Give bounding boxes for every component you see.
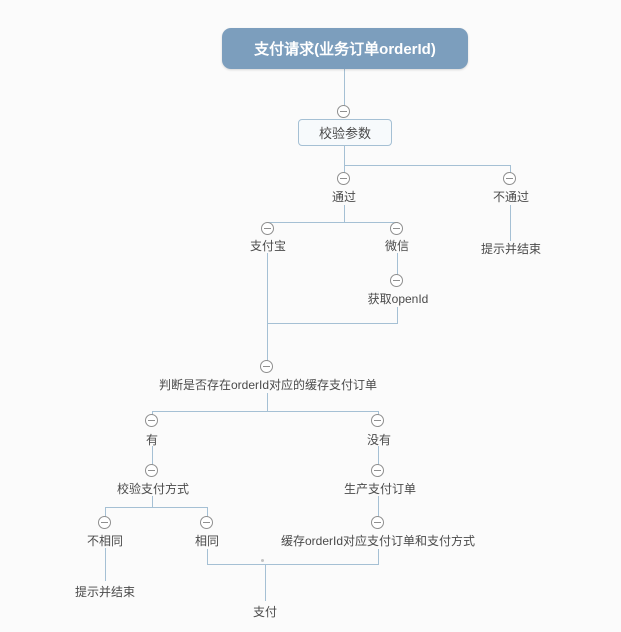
- node-same[interactable]: 相同: [194, 534, 220, 548]
- minus-dash: [263, 365, 270, 367]
- minus-dash: [374, 419, 381, 421]
- connector-line: [152, 496, 153, 507]
- node-prompt-and-end-fail[interactable]: 提示并结束: [480, 242, 542, 256]
- connector-line: [152, 446, 153, 465]
- node-cache-order[interactable]: 缓存orderId对应支付订单和支付方式: [280, 534, 476, 548]
- connector-line: [265, 564, 266, 601]
- node-has[interactable]: 有: [145, 433, 159, 447]
- connector-line: [267, 393, 268, 411]
- minus-dash: [148, 419, 155, 421]
- minus-dash: [203, 521, 210, 523]
- connector-line: [268, 222, 398, 223]
- connector-line: [510, 165, 511, 173]
- minus-dash: [393, 279, 400, 281]
- connector-line: [344, 165, 511, 166]
- collapse-minus-icon[interactable]: [371, 414, 384, 427]
- node-payment-request[interactable]: 支付请求(业务订单orderId): [222, 28, 468, 69]
- collapse-minus-icon[interactable]: [261, 222, 274, 235]
- collapse-minus-icon[interactable]: [337, 172, 350, 185]
- connector-line: [105, 507, 106, 517]
- collapse-minus-icon[interactable]: [371, 516, 384, 529]
- collapse-minus-icon[interactable]: [371, 464, 384, 477]
- connector-line: [344, 69, 345, 106]
- node-get-openid[interactable]: 获取openId: [367, 292, 429, 306]
- node-validate-params[interactable]: 校验参数: [298, 119, 392, 146]
- node-not-same[interactable]: 不相同: [86, 534, 124, 548]
- minus-dash: [374, 521, 381, 523]
- connector-line: [397, 307, 398, 323]
- collapse-minus-icon[interactable]: [145, 464, 158, 477]
- connector-line: [510, 205, 511, 241]
- node-fail[interactable]: 不通过: [492, 190, 530, 204]
- collapse-minus-icon[interactable]: [145, 414, 158, 427]
- connector-line: [105, 507, 208, 508]
- connector-line: [152, 411, 153, 415]
- connector-line: [378, 549, 379, 564]
- connector-line: [207, 507, 208, 517]
- connector-line: [397, 253, 398, 275]
- collapse-minus-icon[interactable]: [200, 516, 213, 529]
- node-prompt-and-end-not-same[interactable]: 提示并结束: [74, 585, 136, 599]
- minus-dash: [340, 110, 347, 112]
- minus-dash: [101, 521, 108, 523]
- collapse-minus-icon[interactable]: [390, 274, 403, 287]
- collapse-minus-icon[interactable]: [503, 172, 516, 185]
- connector-line: [378, 446, 379, 465]
- minus-dash: [340, 177, 347, 179]
- connector-line: [344, 165, 345, 173]
- collapse-minus-icon[interactable]: [390, 222, 403, 235]
- node-check-cached-order[interactable]: 判断是否存在orderId对应的缓存支付订单: [158, 378, 378, 392]
- connector-line: [344, 205, 345, 223]
- connector-line: [267, 253, 268, 323]
- node-wechat[interactable]: 微信: [384, 239, 410, 253]
- node-create-pay-order[interactable]: 生产支付订单: [343, 482, 417, 496]
- node-pass[interactable]: 通过: [331, 190, 357, 204]
- connector-line: [105, 548, 106, 581]
- connector-line: [378, 496, 379, 517]
- node-pay[interactable]: 支付: [252, 605, 278, 619]
- node-verify-pay-method[interactable]: 校验支付方式: [116, 482, 190, 496]
- collapse-minus-icon[interactable]: [260, 360, 273, 373]
- connector-line: [378, 411, 379, 415]
- connector-line: [267, 323, 398, 324]
- minus-dash: [506, 177, 513, 179]
- minus-dash: [374, 469, 381, 471]
- collapse-minus-icon[interactable]: [337, 105, 350, 118]
- connector-line: [207, 564, 379, 565]
- connector-line: [344, 146, 345, 165]
- node-has-not[interactable]: 没有: [366, 433, 392, 447]
- connector-line: [207, 549, 208, 564]
- minus-dash: [148, 469, 155, 471]
- minus-dash: [264, 227, 271, 229]
- junction-dot: [261, 559, 264, 562]
- connector-line: [152, 411, 379, 412]
- connector-line: [267, 323, 268, 361]
- minus-dash: [393, 227, 400, 229]
- node-alipay[interactable]: 支付宝: [249, 239, 287, 253]
- collapse-minus-icon[interactable]: [98, 516, 111, 529]
